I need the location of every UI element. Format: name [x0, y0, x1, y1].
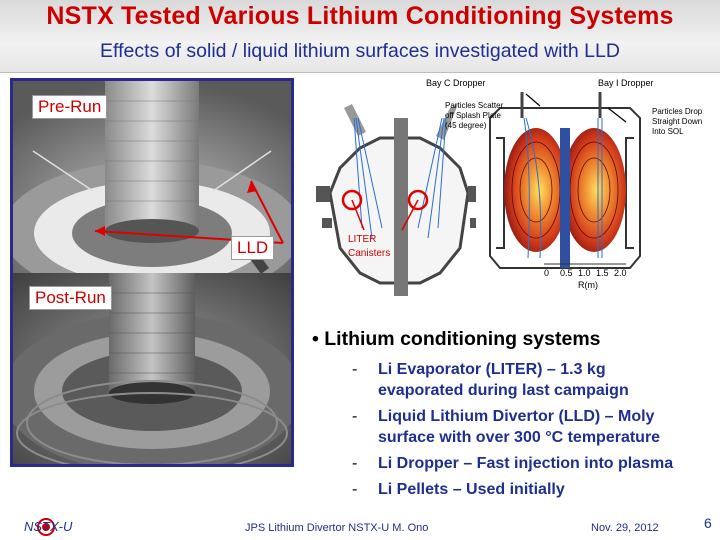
axis-tick-4: 2.0: [614, 268, 627, 278]
footer-logo-text: NSTX-U: [24, 519, 73, 534]
sub-bullet-pellets: - Li Pellets – Used initially: [312, 479, 716, 500]
sub-bullet-line: Li Pellets – Used initially: [378, 481, 565, 498]
dash-marker: -: [352, 361, 358, 378]
photo-panel: Pre-Run LLD Post-Run: [10, 78, 294, 467]
pre-run-photo: [13, 81, 291, 273]
lld-label: LLD: [231, 236, 275, 260]
post-run-photo: [13, 273, 291, 464]
axis-tick-2: 1.0: [578, 268, 591, 278]
footer-date: Nov. 29, 2012: [591, 522, 659, 534]
pre-run-label: Pre-Run: [32, 95, 108, 119]
sub-bullet-dropper: - Li Dropper – Fast injection into plasm…: [312, 453, 716, 474]
slide-title: NSTX Tested Various Lithium Conditioning…: [46, 2, 674, 30]
liter-label-1: LITER: [348, 234, 376, 245]
sub-bullet-line: Liquid Lithium Divertor (LLD) – Moly: [378, 408, 655, 425]
bay-c-label: Bay C Dropper: [426, 78, 486, 88]
sub-bullet-list: - Li Evaporator (LITER) – 1.3 kg evapora…: [312, 359, 716, 500]
dash-marker: -: [352, 408, 358, 425]
axis-tick-1: 0.5: [560, 268, 573, 278]
right-note-3: Into SOL: [652, 127, 684, 136]
page-number: 6: [704, 515, 712, 531]
bay-i-label: Bay I Dropper: [598, 78, 654, 88]
left-note-3: (45 degree): [445, 121, 487, 130]
sub-bullet-lld: - Liquid Lithium Divertor (LLD) – Moly s…: [312, 406, 716, 448]
right-note-1: Particles Drop: [652, 107, 703, 116]
bullet-list: • Lithium conditioning systems - Li Evap…: [312, 328, 716, 505]
main-bullet: • Lithium conditioning systems: [312, 328, 601, 350]
axis-tick-3: 1.5: [596, 268, 609, 278]
tokamak-diagram: LITER Canisters Bay C Dropper: [316, 78, 712, 296]
axis-tick-0: 0: [544, 268, 549, 278]
dash-marker: -: [352, 455, 358, 472]
dash-marker: -: [352, 481, 358, 498]
right-note-2: Straight Down: [652, 117, 702, 126]
slide-subtitle: Effects of solid / liquid lithium surfac…: [100, 40, 620, 62]
left-note-2: off Splash Plate: [445, 111, 501, 120]
nstx-logo-icon: [37, 518, 55, 536]
liter-label-2: Canisters: [348, 248, 390, 259]
plasma-cross-section: Bay C Dropper Bay I Dropper Particles Sc…: [426, 78, 712, 290]
sub-bullet-line: Li Evaporator (LITER) – 1.3 kg: [378, 361, 606, 378]
sub-bullet-line: surface with over 300 °C temperature: [378, 429, 661, 446]
sub-bullet-line: evaporated during last campaign: [378, 382, 629, 399]
left-note-1: Particles Scatter: [445, 101, 504, 110]
axis-label: R(m): [578, 280, 598, 290]
post-run-label: Post-Run: [29, 286, 112, 310]
vessel-cross-section: LITER Canisters: [316, 104, 482, 296]
sub-bullet-line: Li Dropper – Fast injection into plasma: [378, 455, 674, 472]
sub-bullet-liter: - Li Evaporator (LITER) – 1.3 kg evapora…: [312, 359, 716, 401]
footer-center-text: JPS Lithium Divertor NSTX-U M. Ono: [245, 522, 429, 534]
title-band: [0, 0, 720, 73]
